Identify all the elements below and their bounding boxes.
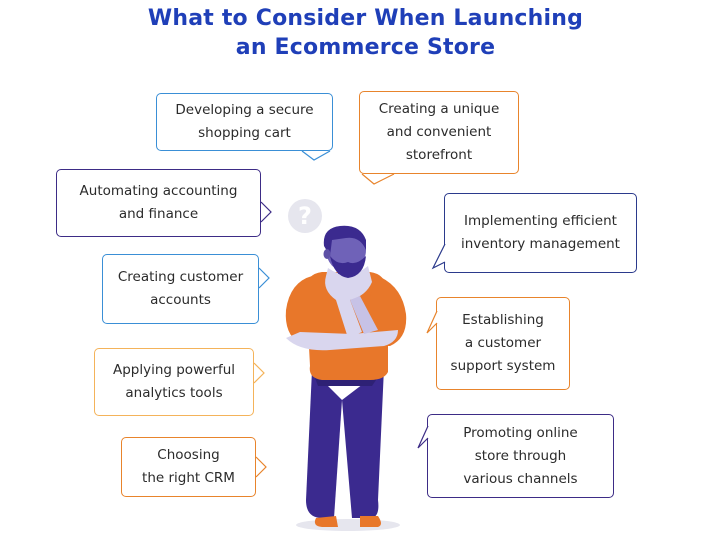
bubble-support-tail — [426, 310, 438, 334]
bubble-analytics-text: Applying powerful analytics tools — [112, 362, 236, 401]
bubble-secure-cart-tail — [301, 150, 331, 161]
scarf — [325, 266, 372, 338]
bubble-storefront-text: Creating a unique and convenient storefr… — [378, 101, 500, 163]
left-shoe — [314, 516, 338, 527]
bubble-secure-cart: Developing a secure shopping cart — [156, 93, 333, 151]
question-mark-icon: ? — [288, 199, 322, 233]
bubble-support-text: Establishing a customer support system — [450, 312, 556, 374]
left-arm — [285, 276, 334, 348]
bubble-analytics: Applying powerful analytics tools — [94, 348, 254, 416]
bubble-storefront-tail — [361, 173, 395, 185]
bubble-promoting-text: Promoting online store through various c… — [463, 424, 578, 487]
bubble-promoting: Promoting online store through various c… — [427, 414, 614, 498]
hair — [323, 225, 366, 256]
bubble-promoting-tail — [417, 425, 429, 449]
bubble-customer-accounts-text: Creating customer accounts — [117, 269, 244, 308]
beard — [330, 256, 366, 278]
bubble-crm-text: Choosing the right CRM — [142, 447, 235, 486]
bubble-inventory-tail — [431, 243, 446, 270]
bubble-secure-cart-text: Developing a secure shopping cart — [175, 102, 314, 141]
right-shoe — [360, 516, 381, 527]
bubble-crm-tail — [255, 456, 267, 478]
title-line-1: What to Consider When Launching — [147, 6, 584, 31]
left-leg — [306, 370, 342, 518]
bubble-customer-accounts-tail — [258, 267, 270, 289]
folded-arms — [286, 330, 398, 351]
bubble-inventory: Implementing efficient inventory managem… — [444, 193, 637, 273]
bubble-customer-accounts: Creating customer accounts — [102, 254, 259, 324]
title-line-2: an Ecommerce Store — [235, 35, 496, 60]
bubble-support: Establishing a customer support system — [436, 297, 570, 390]
ground-shadow — [296, 519, 400, 531]
bubble-accounting-text: Automating accounting and finance — [79, 183, 238, 222]
page-title: What to Consider When Launching an Ecomm… — [0, 4, 701, 62]
bubble-analytics-tail — [253, 362, 265, 384]
bubble-accounting-tail — [260, 201, 272, 223]
bubble-inventory-text: Implementing efficient inventory managem… — [461, 213, 620, 252]
bubble-storefront: Creating a unique and convenient storefr… — [359, 91, 519, 174]
right-leg — [342, 368, 384, 518]
bubble-crm: Choosing the right CRM — [121, 437, 256, 497]
bubble-accounting: Automating accounting and finance — [56, 169, 261, 237]
